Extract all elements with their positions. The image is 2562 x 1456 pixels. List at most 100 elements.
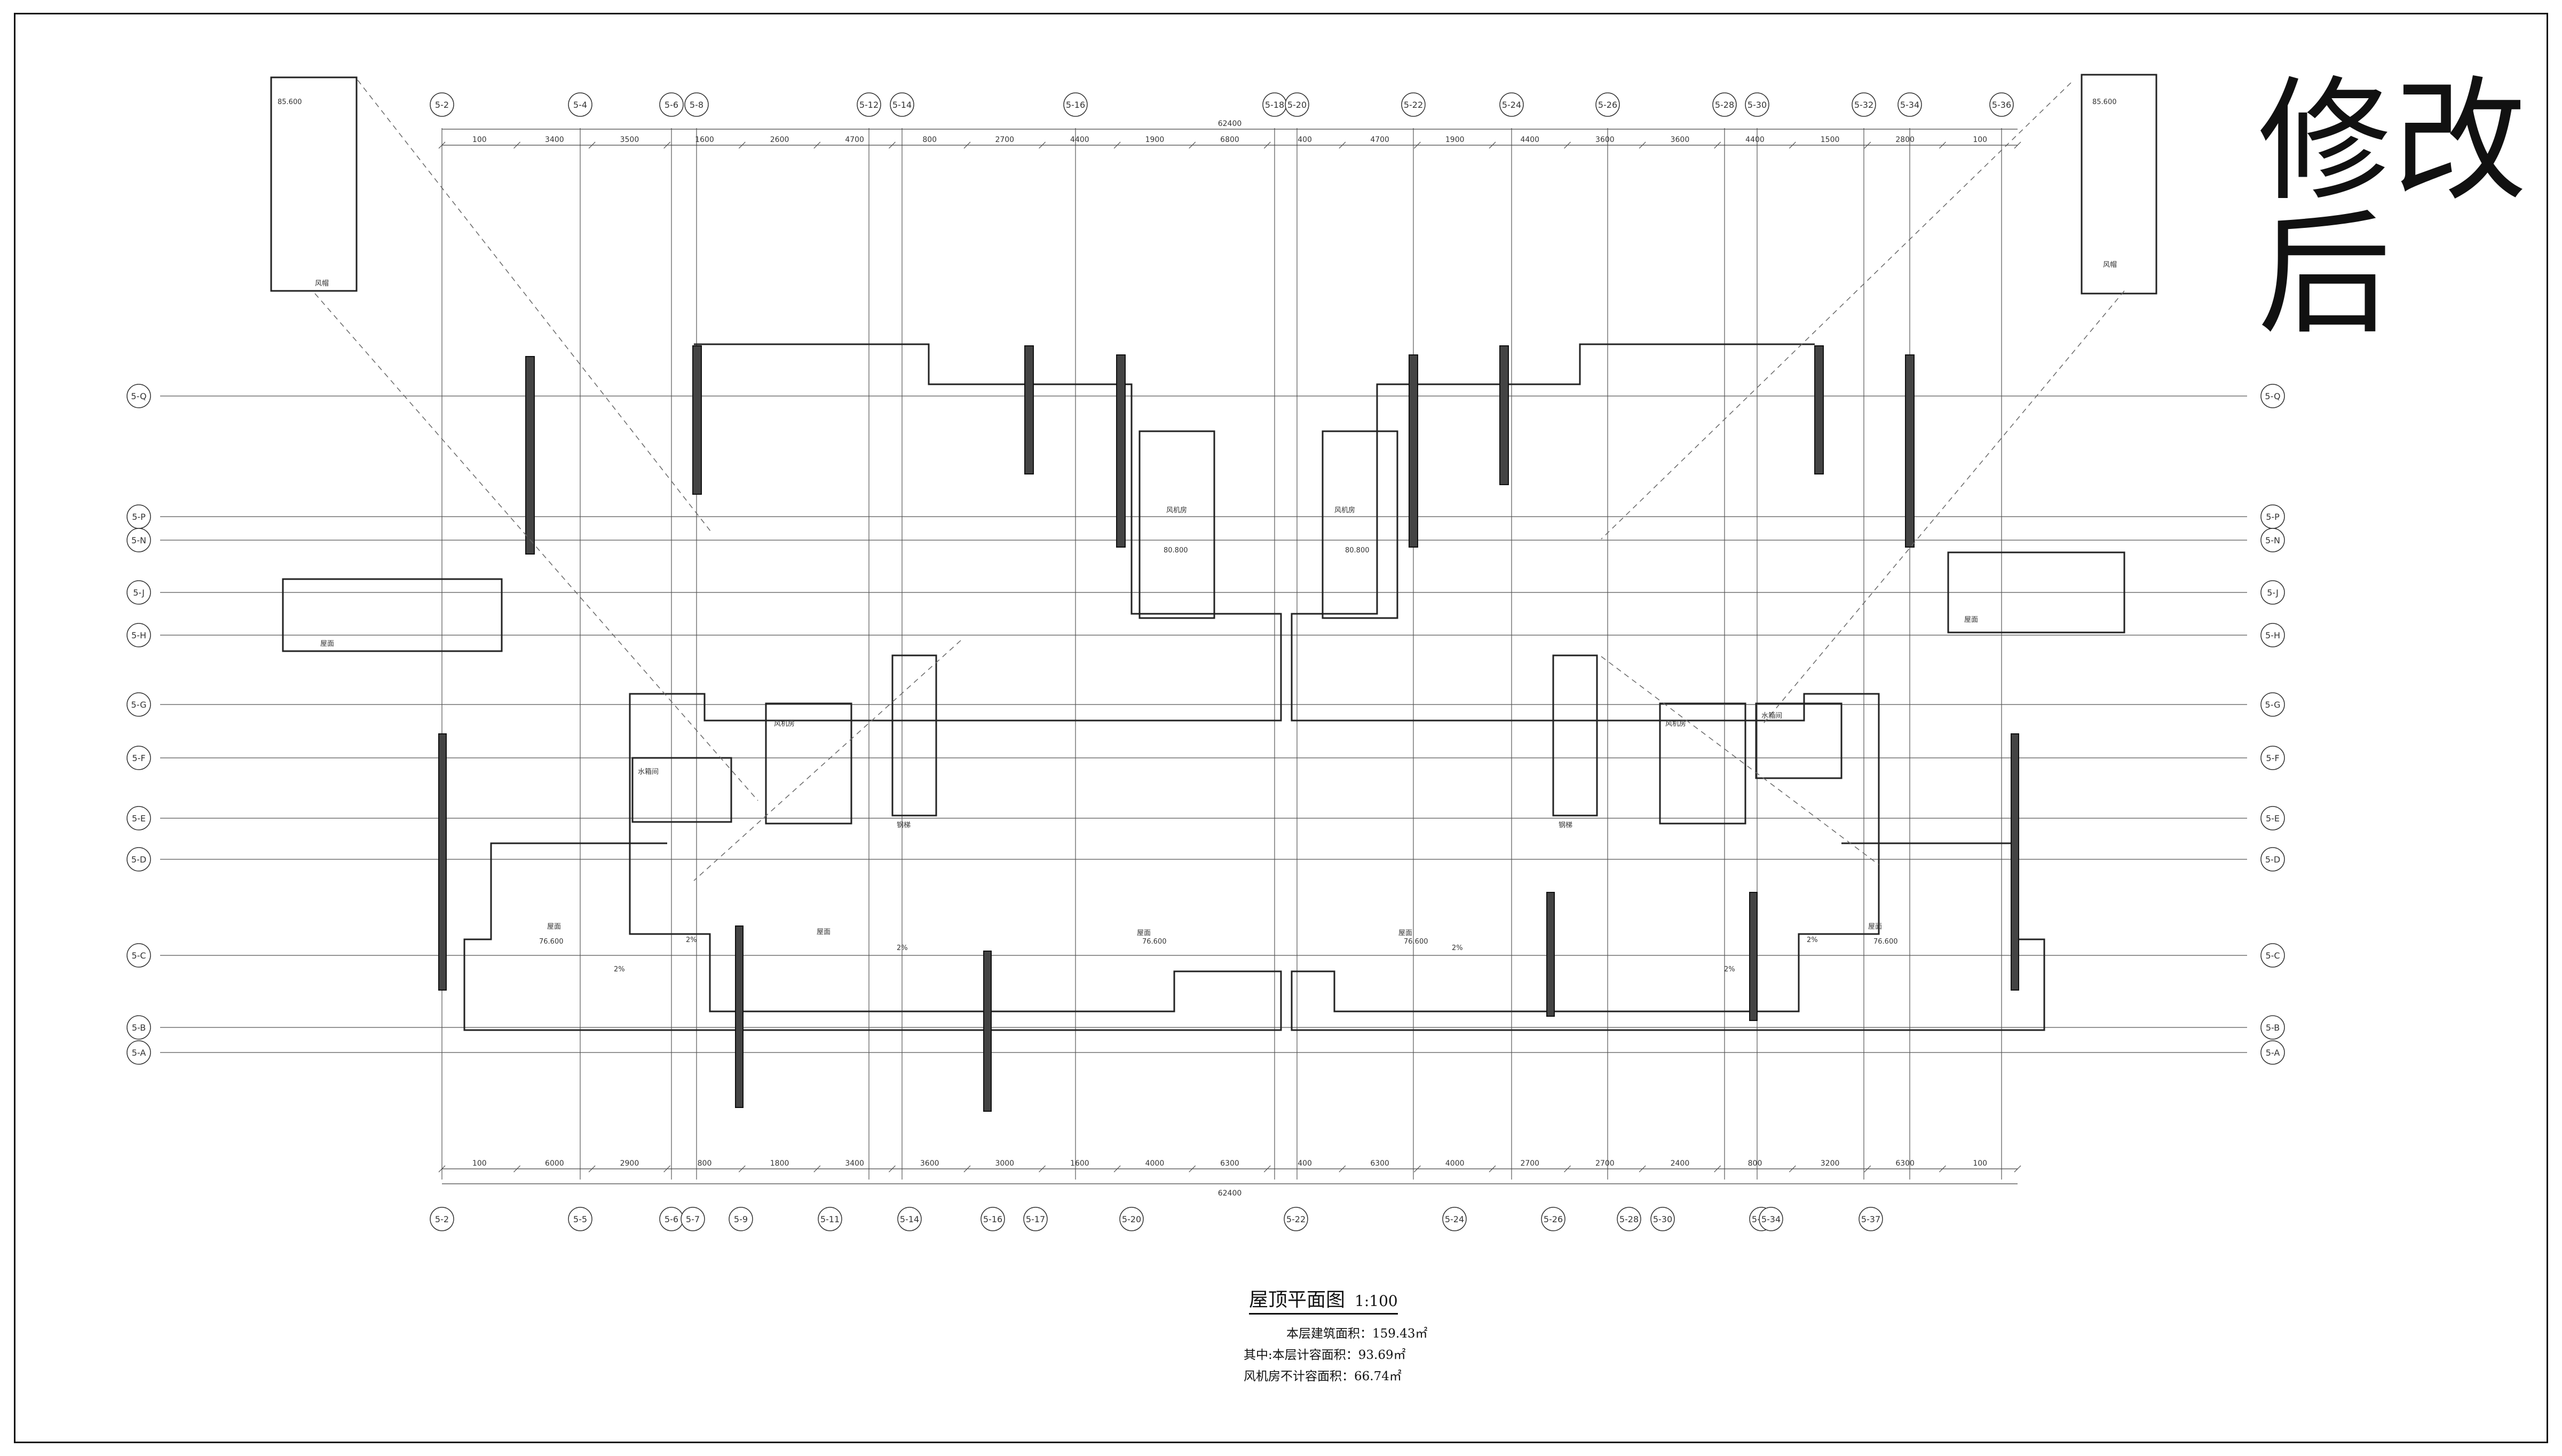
axis-bubble-right-5-N: 5-N [2260,528,2285,552]
left-axis-bubbles: 5-Q5-P5-N5-J5-H5-G5-F5-E5-D5-C5-B5-A [126,384,151,1065]
top-dimension-12: 4700 [1370,136,1389,144]
label-elev-a-1: 76.600 [1142,938,1167,946]
svg-text:5-30: 5-30 [1747,100,1767,110]
parapet-strip-12 [1749,892,1758,1021]
svg-text:5-P: 5-P [132,512,146,522]
svg-text:5-24: 5-24 [1445,1214,1464,1224]
room-box-2 [891,654,937,817]
bottom-dimension-11: 400 [1298,1159,1312,1168]
drawing-scale: 1:100 [1355,1292,1398,1310]
axis-bubble-left-5-H: 5-H [126,623,151,647]
axis-bubble-bottom-5-37: 5-37 [1859,1207,1883,1231]
svg-text:5-7: 5-7 [686,1214,700,1224]
svg-text:5-17: 5-17 [1026,1214,1045,1224]
svg-text:5-B: 5-B [2266,1023,2280,1033]
axis-bubble-bottom-5-6: 5-6 [659,1207,684,1231]
parapet-strip-7 [1905,354,1915,548]
axis-bubble-right-5-J: 5-J [2260,580,2285,605]
top-dimension-13: 1900 [1445,136,1465,144]
axis-bubble-left-5-J: 5-J [126,580,151,605]
label-roof-2: 屋面 [1137,929,1151,937]
axis-bubble-left-5-N: 5-N [126,528,151,552]
svg-text:5-9: 5-9 [734,1214,748,1224]
top-dimension-0: 100 [472,136,487,144]
axis-bubble-right-5-A: 5-A [2260,1040,2285,1065]
svg-text:5-Q: 5-Q [2265,391,2280,401]
axis-bubble-top-5-34: 5-34 [1897,92,1922,117]
label-stair-1: 钢梯 [1559,821,1572,829]
top-dimension-11: 400 [1298,136,1312,144]
room-box-10 [270,76,358,292]
axis-bubble-top-5-2: 5-2 [430,92,454,117]
label-elev-b-0: 80.800 [1164,547,1188,555]
reference-line-1 [314,293,758,801]
axis-bubble-top-5-16: 5-16 [1063,92,1088,117]
axis-bubble-bottom-5-11: 5-11 [818,1207,842,1231]
label-fan-room-0: 风机房 [774,719,795,728]
bottom-dimension-16: 2400 [1671,1159,1690,1168]
label-roof-1: 屋面 [817,928,831,936]
svg-text:5-8: 5-8 [690,100,703,110]
svg-text:5-F: 5-F [2266,753,2279,763]
label-roof-6: 屋面 [1964,616,1978,624]
bottom-dimension-8: 1600 [1070,1159,1089,1168]
room-box-3 [1552,654,1598,817]
revision-note: 修改后 [2258,64,2529,352]
axis-bubble-top-5-24: 5-24 [1499,92,1524,117]
top-dimension-16: 3600 [1671,136,1690,144]
bottom-dimension-14: 2700 [1520,1159,1539,1168]
bottom-dimension-5: 3400 [845,1159,864,1168]
top-dimension-4: 2600 [770,136,789,144]
label-water-tank-0: 水箱间 [638,767,659,776]
reference-line-2 [1601,82,2071,540]
bottom-dimension-6: 3600 [920,1159,939,1168]
top-dimension-19: 2800 [1895,136,1915,144]
label-elev-a-2: 76.600 [1404,938,1428,946]
drawing-title: 屋顶平面图 [1249,1289,1346,1311]
counted-area-line: 其中:本层计容面积：93.69㎡ [1244,1348,1406,1362]
top-dimension-20: 100 [1973,136,1987,144]
axis-bubble-top-5-18: 5-18 [1262,92,1287,117]
svg-text:5-B: 5-B [132,1023,146,1033]
label-fan-room-3: 风机房 [1334,506,1355,515]
svg-text:5-20: 5-20 [1122,1214,1141,1224]
axis-bubble-left-5-G: 5-G [126,692,151,717]
top-dimension-9: 1900 [1145,136,1165,144]
svg-text:5-H: 5-H [2265,630,2280,640]
room-box-4 [765,702,852,825]
label-roof-3: 屋面 [1398,929,1412,937]
top-dimension-5: 4700 [845,136,864,144]
svg-text:5-N: 5-N [131,535,146,545]
label-elev-b-1: 80.800 [1345,547,1370,555]
axis-bubble-bottom-5-2: 5-2 [430,1207,454,1231]
bottom-dimension-13: 4000 [1445,1159,1465,1168]
room-box-7 [1755,702,1843,779]
roof-outline-1 [1291,343,2045,1031]
axis-bubble-bottom-5-28: 5-28 [1617,1207,1641,1231]
svg-text:5-18: 5-18 [1265,100,1284,110]
room-box-5 [1659,702,1746,825]
svg-text:5-28: 5-28 [1619,1214,1639,1224]
axis-bubble-top-5-6: 5-6 [659,92,684,117]
bottom-dimension-10: 6300 [1220,1159,1239,1168]
axis-bubble-top-5-28: 5-28 [1712,92,1737,117]
svg-text:5-2: 5-2 [435,1214,449,1224]
svg-text:5-6: 5-6 [665,1214,678,1224]
bottom-dimension-15: 2700 [1595,1159,1615,1168]
svg-text:5-E: 5-E [2266,813,2280,824]
room-box-6 [631,757,732,823]
axis-bubble-left-5-E: 5-E [126,806,151,830]
axis-bubble-left-5-Q: 5-Q [126,384,151,408]
right-axis-bubbles: 5-Q5-P5-N5-J5-H5-G5-F5-E5-D5-C5-B5-A [2260,384,2285,1065]
label-roof-5: 屋面 [320,640,334,648]
parapet-strip-0 [525,356,535,555]
svg-text:5-16: 5-16 [1066,100,1085,110]
axis-bubble-bottom-5-30: 5-30 [1650,1207,1675,1231]
label-water-tank-1: 水箱间 [1761,711,1782,720]
svg-text:5-J: 5-J [2267,588,2279,598]
svg-text:5-A: 5-A [2266,1048,2280,1058]
parapet-strip-2 [1024,345,1034,474]
bottom-dimension-12: 6300 [1370,1159,1389,1168]
